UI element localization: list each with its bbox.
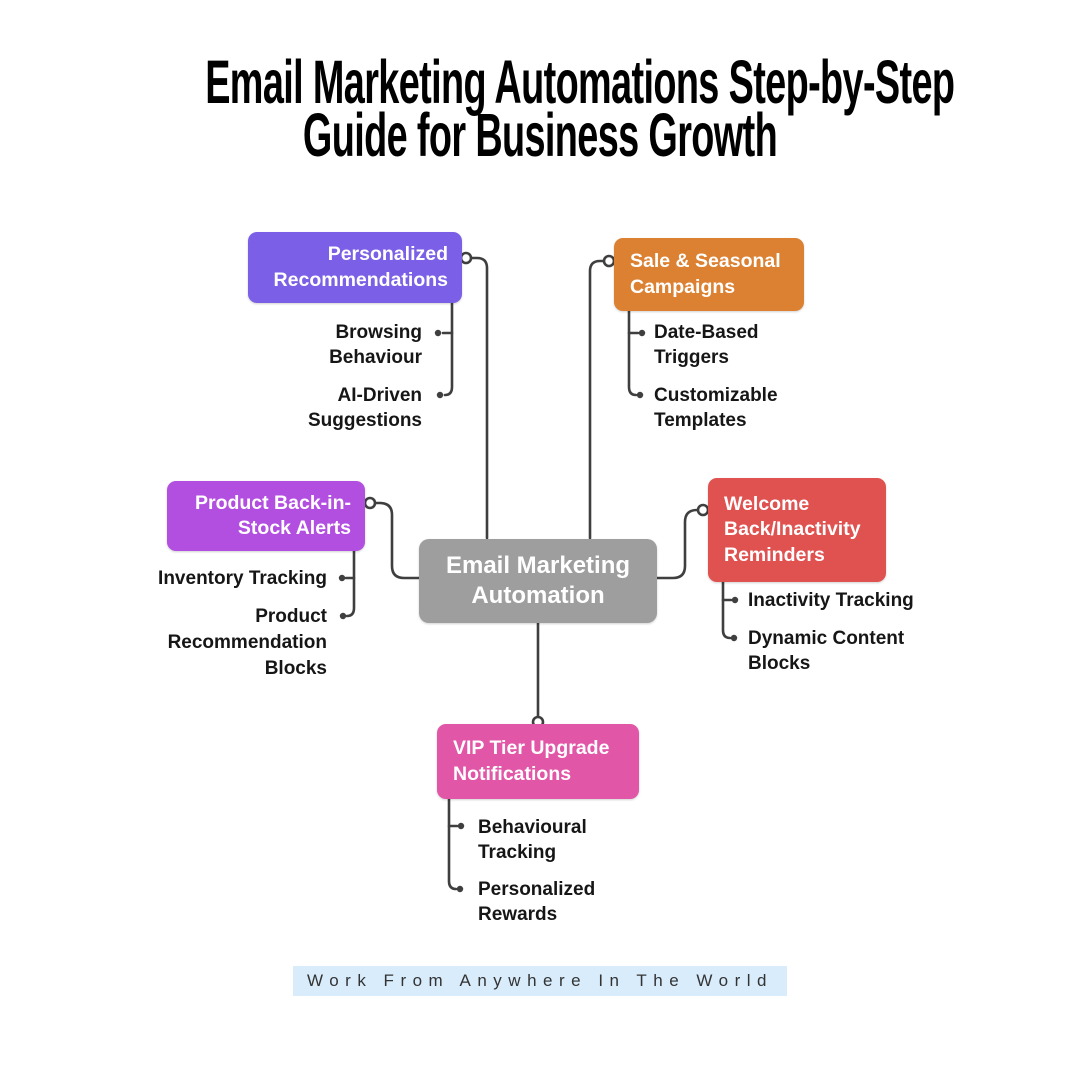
subitem-browsing-behaviour: Browsing Behaviour <box>329 322 422 368</box>
connector-dot <box>457 822 465 830</box>
node-label: Sale & Seasonal Campaigns <box>630 250 781 298</box>
connector-dot <box>456 885 464 893</box>
subitem-customizable-templates: Customizable Templates <box>654 385 778 431</box>
connector-dot <box>434 329 442 337</box>
node-sale-seasonal-campaigns: Sale & Seasonal Campaigns <box>614 238 804 311</box>
subitem-behavioural-tracking: Behavioural Tracking <box>478 817 587 863</box>
connector-ring <box>363 496 377 510</box>
subitem-date-based-triggers: Date-Based Triggers <box>654 322 759 368</box>
center-node-label: Email Marketing Automation <box>445 552 631 609</box>
page-title: Email Marketing Automations Step-by-Step… <box>205 48 955 169</box>
node-label: VIP Tier Upgrade Notifications <box>453 737 610 785</box>
page-title-line1: Email Marketing Automations Step-by-Step <box>205 48 955 116</box>
node-product-back-in-stock-alerts: Product Back-in-Stock Alerts <box>167 481 365 551</box>
connector-line <box>655 508 699 580</box>
connector-line <box>627 309 638 397</box>
node-label: Personalized Recommendations <box>273 243 448 291</box>
subitem-dynamic-content-blocks: Dynamic Content Blocks <box>748 628 905 674</box>
node-label: Product Back-in-Stock Alerts <box>194 491 351 540</box>
subitem-inventory-tracking: Inventory Tracking <box>158 568 327 589</box>
node-email-marketing-automation: Email Marketing Automation <box>419 539 657 623</box>
footer-banner: Work From Anywhere In The World <box>292 966 788 996</box>
node-personalized-recommendations: Personalized Recommendations <box>248 232 462 303</box>
page-title-line2: Guide for Business Growth <box>302 101 778 169</box>
connector-line <box>443 301 454 397</box>
node-welcome-back-inactivity-reminders: Welcome Back/Inactivity Reminders <box>708 478 886 582</box>
connector-line <box>721 580 732 640</box>
connector-dot <box>436 391 444 399</box>
connector-line <box>373 501 421 580</box>
connector-dot <box>338 574 346 582</box>
node-vip-tier-upgrade-notifications: VIP Tier Upgrade Notifications <box>437 724 639 799</box>
connector-dot <box>339 612 347 620</box>
connector-line <box>588 259 606 540</box>
subitem-product-recommendation-blocks: Product Recommendation Blocks <box>167 606 327 679</box>
connector-dot <box>636 391 644 399</box>
connector-ring <box>459 251 473 265</box>
connector-dot <box>730 634 738 642</box>
connector-line <box>469 256 489 540</box>
connector-dot <box>731 596 739 604</box>
node-label: Welcome Back/Inactivity Reminders <box>724 492 861 566</box>
connector-ring <box>602 254 616 268</box>
connector-line <box>447 797 458 891</box>
connector-ring <box>696 503 710 517</box>
subitem-inactivity-tracking: Inactivity Tracking <box>748 590 914 611</box>
subitem-ai-driven-suggestions: AI-Driven Suggestions <box>307 385 422 431</box>
subitem-personalized-rewards: Personalized Rewards <box>478 879 596 925</box>
connector-dot <box>638 329 646 337</box>
connector-line <box>345 549 356 618</box>
